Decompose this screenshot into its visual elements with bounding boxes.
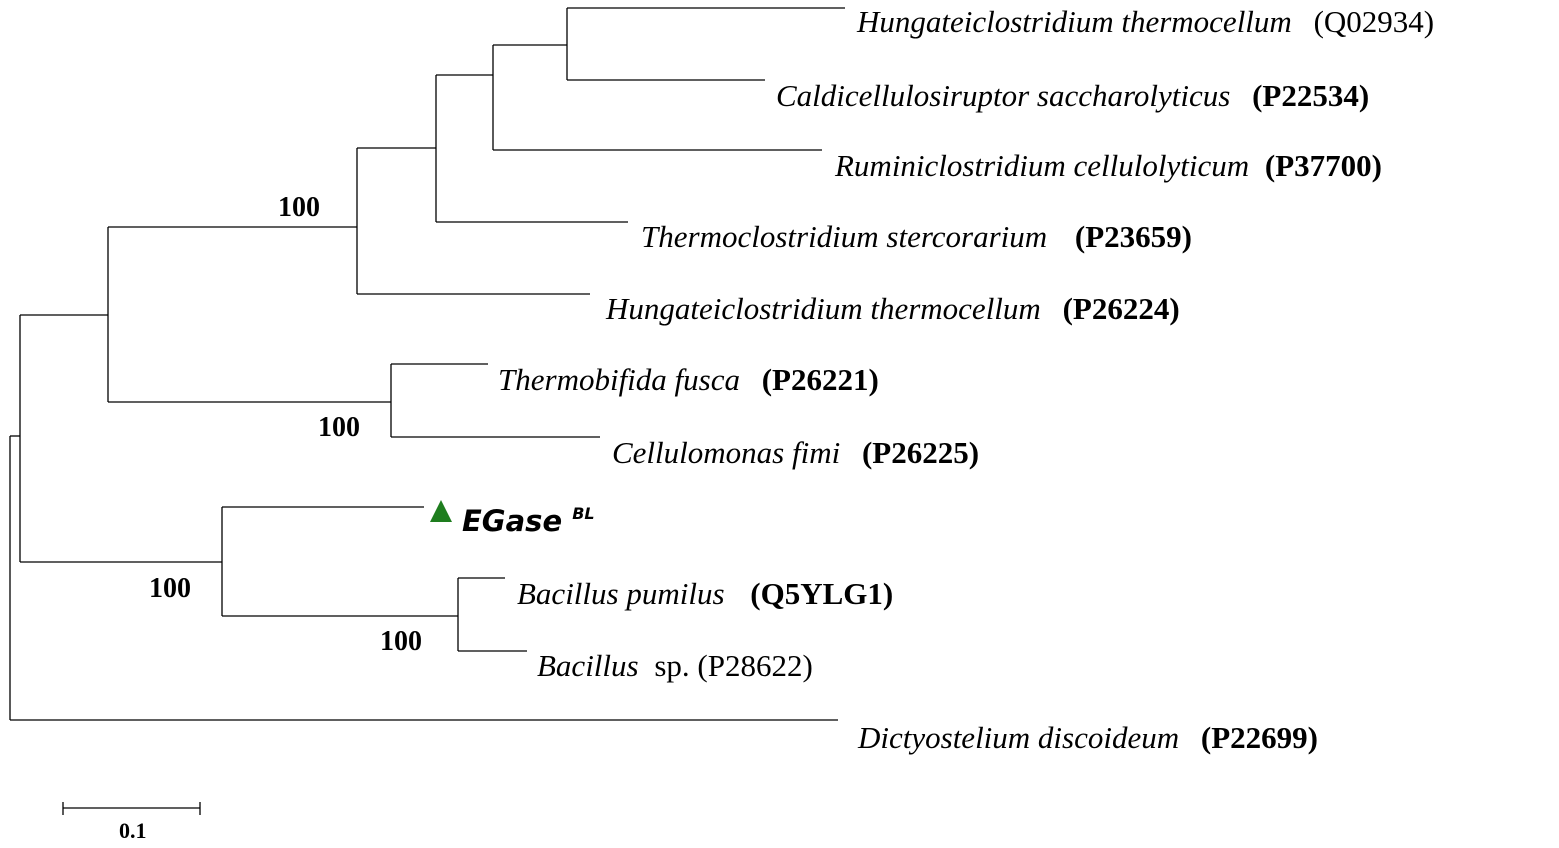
species-name: Bacillus xyxy=(537,648,639,683)
leaf-label: Ruminiclostridium cellulolyticum (P37700… xyxy=(834,148,1382,183)
query-label: EGase BL xyxy=(462,504,595,538)
leaf-label: Thermobifida fusca (P26221) xyxy=(498,362,879,397)
accession-id: (P22534) xyxy=(1252,78,1369,113)
species-name: Ruminiclostridium cellulolyticum xyxy=(834,148,1249,183)
accession-id: (P37700) xyxy=(1265,148,1382,183)
leaf-label: Bacillus sp. (P28622) xyxy=(537,648,813,683)
accession-id: (P22699) xyxy=(1201,720,1318,755)
query-superscript: BL xyxy=(572,504,594,523)
species-name: Cellulomonas fimi xyxy=(612,435,840,470)
leaf-label: Hungateiclostridium thermocellum (Q02934… xyxy=(856,4,1434,39)
scale-bar-label: 0.1 xyxy=(119,818,147,843)
leaf-label: Cellulomonas fimi (P26225) xyxy=(612,435,979,470)
species-name: Hungateiclostridium thermocellum xyxy=(856,4,1292,39)
accession-id: (P26225) xyxy=(862,435,979,470)
accession-id: (Q5YLG1) xyxy=(750,576,893,611)
leaf-label: Caldicellulosiruptor saccharolyticus (P2… xyxy=(776,78,1369,113)
green-triangle-icon xyxy=(430,500,452,522)
species-name: Thermoclostridium stercorarium xyxy=(641,219,1047,254)
bootstrap-value: 100 xyxy=(380,626,422,657)
bootstrap-value: 100 xyxy=(149,573,191,604)
accession-id: (P26221) xyxy=(762,362,879,397)
leaf-label: Bacillus pumilus (Q5YLG1) xyxy=(517,576,893,611)
species-name: Dictyostelium discoideum xyxy=(857,720,1179,755)
accession-id: (P23659) xyxy=(1075,219,1192,254)
bootstrap-value: 100 xyxy=(318,412,360,443)
accession-id: (P26224) xyxy=(1063,291,1180,326)
accession-id: sp. (P28622) xyxy=(654,648,812,683)
leaf-label: Thermoclostridium stercorarium (P23659) xyxy=(641,219,1192,254)
bootstrap-value: 100 xyxy=(278,192,320,223)
species-name: Thermobifida fusca xyxy=(498,362,740,397)
species-name: Caldicellulosiruptor saccharolyticus xyxy=(776,78,1230,113)
leaf-label: Dictyostelium discoideum (P22699) xyxy=(857,720,1318,755)
leaf-label: Hungateiclostridium thermocellum (P26224… xyxy=(605,291,1180,326)
species-name: Hungateiclostridium thermocellum xyxy=(605,291,1041,326)
query-name: EGase xyxy=(462,504,562,538)
accession-id: (Q02934) xyxy=(1314,4,1435,39)
species-name: Bacillus pumilus xyxy=(517,576,725,611)
